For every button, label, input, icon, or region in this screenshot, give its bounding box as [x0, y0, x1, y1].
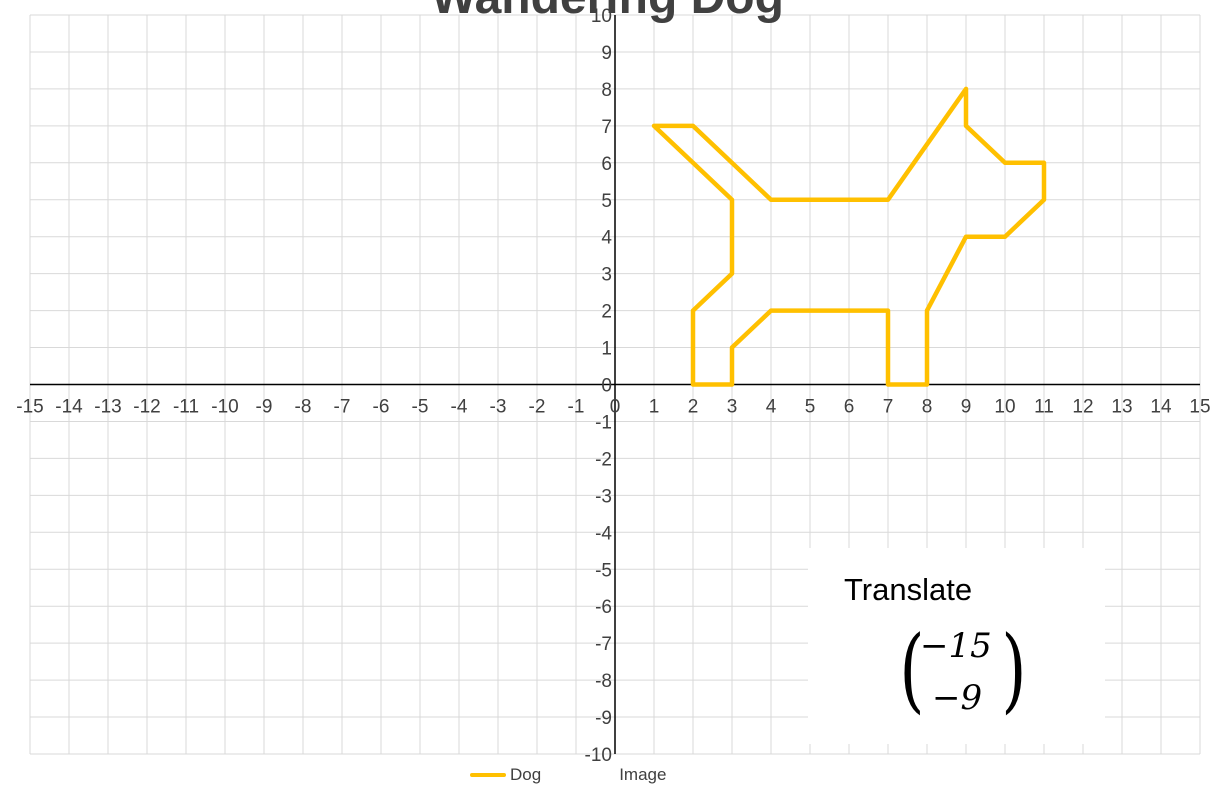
x-tick-label: -3	[490, 397, 507, 418]
series-layer	[651, 86, 1047, 387]
y-tick-label: 1	[601, 339, 612, 360]
x-tick-label: -11	[173, 397, 199, 418]
y-tick-label: -4	[595, 523, 612, 544]
x-tick-label: 5	[805, 397, 816, 418]
x-tick-label: 2	[688, 397, 699, 418]
x-tick-label: 14	[1150, 397, 1172, 418]
x-tick-label: -1	[568, 397, 585, 418]
y-tick-label: -1	[595, 412, 612, 433]
x-tick-label: 4	[766, 397, 777, 418]
legend-item-image: Image	[579, 765, 666, 785]
y-tick-label: 6	[601, 154, 612, 175]
x-tick-label: -10	[211, 397, 238, 418]
y-tick-label: -2	[595, 449, 612, 470]
x-tick-label: -9	[256, 397, 273, 418]
y-tick-label: 8	[601, 80, 612, 101]
y-tick-label: 2	[601, 302, 612, 323]
translation-vector: ( −15 −9 )	[899, 616, 1026, 723]
x-tick-label: -7	[334, 397, 351, 418]
x-tick-label: -15	[16, 397, 43, 418]
x-tick-label: 6	[844, 397, 855, 418]
x-tick-label: 8	[922, 397, 933, 418]
x-tick-label: 10	[994, 397, 1015, 418]
y-tick-label: 7	[601, 117, 612, 138]
x-tick-label: -2	[529, 397, 546, 418]
y-tick-label: 3	[601, 265, 612, 286]
right-paren-icon: )	[1001, 616, 1027, 723]
x-tick-label: 3	[727, 397, 738, 418]
translation-note: Translate ( −15 −9 )	[808, 548, 1105, 744]
x-tick-label: 7	[883, 397, 894, 418]
y-tick-label: -6	[595, 597, 612, 618]
x-tick-label: 12	[1072, 397, 1093, 418]
y-tick-label: 0	[601, 376, 612, 397]
legend-label-image: Image	[619, 765, 667, 784]
x-tick-label: -6	[373, 397, 390, 418]
x-tick-label: 9	[961, 397, 972, 418]
legend-item-dog: Dog	[470, 765, 541, 785]
x-tick-label: -8	[295, 397, 312, 418]
x-tick-label: -13	[94, 397, 121, 418]
y-tick-label: 9	[601, 43, 612, 64]
y-tick-label: -10	[585, 745, 612, 766]
legend-swatch-image	[579, 773, 615, 777]
chart-title: Wandering Dog	[0, 0, 1215, 25]
legend-label-dog: Dog	[510, 765, 542, 784]
y-tick-label: 10	[591, 6, 612, 27]
x-tick-label: -14	[55, 397, 83, 418]
x-tick-label: -5	[412, 397, 429, 418]
y-tick-label: -5	[595, 560, 612, 581]
x-tick-label: -12	[133, 397, 160, 418]
y-tick-label: -3	[595, 486, 612, 507]
y-tick-label: -7	[595, 634, 612, 655]
legend-swatch-dog	[470, 773, 506, 777]
series-line-dog	[651, 86, 1047, 387]
x-tick-label: 13	[1111, 397, 1132, 418]
x-tick-label: 1	[649, 397, 660, 418]
left-paren-icon: (	[899, 616, 925, 723]
y-tick-label: 4	[601, 228, 612, 249]
translate-label: Translate	[844, 572, 973, 607]
y-tick-label: 5	[601, 191, 612, 212]
vector-x-component: −15	[920, 626, 992, 666]
axes	[30, 15, 1200, 754]
x-tick-label: 11	[1034, 397, 1054, 418]
y-tick-label: -8	[595, 671, 612, 692]
x-tick-label: 0	[610, 397, 621, 418]
x-tick-label: -4	[451, 397, 468, 418]
x-tick-label: 15	[1189, 397, 1210, 418]
legend: Dog Image	[470, 764, 704, 786]
y-tick-label: -9	[595, 708, 612, 729]
vector-y-component: −9	[932, 678, 983, 718]
